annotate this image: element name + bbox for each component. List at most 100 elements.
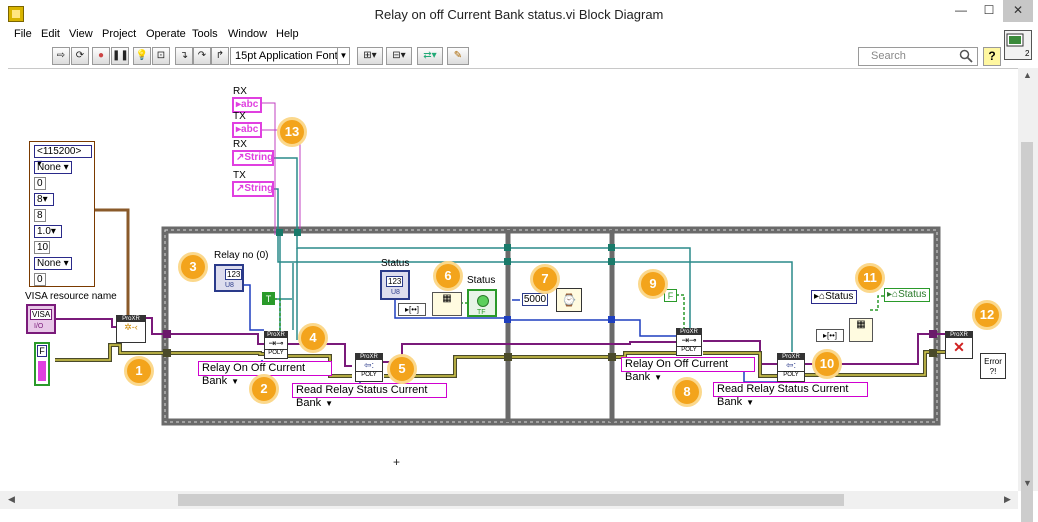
relay-no-type: U8 — [225, 282, 234, 289]
search-input[interactable]: Search — [871, 50, 906, 62]
tx-string-property[interactable]: ↗String — [232, 181, 274, 197]
status-led-indicator[interactable]: TF — [467, 289, 497, 317]
relay-no-control[interactable]: 123 U8 — [214, 264, 244, 292]
wait-ms-constant[interactable]: 5000 — [522, 293, 548, 306]
read-relay-status-enum-1[interactable]: Read Relay Status Current Bank▼ — [292, 383, 447, 409]
status-property-node-1[interactable]: ▸⌂Status — [811, 290, 857, 304]
visa-resource-text: VISA — [30, 309, 53, 320]
proxr-init-vi[interactable]: ProXR ✲-‹ — [116, 315, 146, 343]
status-property-node-2[interactable]: ▸⌂Status — [884, 288, 930, 302]
menu-tools[interactable]: Tools — [192, 28, 218, 40]
abort-icon[interactable]: ● — [92, 47, 110, 65]
vi-icon-badge: 2 — [1025, 49, 1030, 58]
callout-7: 7 — [530, 264, 560, 294]
read-relay-status-enum-2-text: Read Relay Status Current Bank — [717, 383, 849, 408]
visa-resource-control[interactable]: VISA I/O — [26, 304, 56, 334]
tx-string-indicator-text: abc — [241, 124, 259, 135]
proxr-relay-vi-1[interactable]: ProXR ⇥⊸ POLY — [264, 331, 288, 359]
font-selector[interactable]: 15pt Application Font ▼ — [230, 47, 350, 65]
serial-config-cluster[interactable]: <115200> ▾ None ▾ 0 8▾ 8 1.0▾ 10 None ▾ … — [29, 141, 95, 287]
menu-project[interactable]: Project — [102, 28, 137, 40]
parity-enum[interactable]: None ▾ — [34, 161, 72, 174]
relay-on-off-enum-1-text: Relay On Off Current Bank — [202, 362, 306, 387]
read-relay-status-enum-2[interactable]: Read Relay Status Current Bank▼ — [713, 382, 868, 408]
reorder-icon[interactable]: ⇄▾ — [417, 47, 443, 65]
status-property-node-2-text: Status — [898, 289, 927, 300]
menu-file[interactable]: File — [14, 28, 32, 40]
rx-string-property-text: String — [244, 152, 274, 163]
menu-operate[interactable]: Operate — [146, 28, 186, 40]
step-over-icon[interactable]: ↷ — [193, 47, 211, 65]
status-property-node-1-text: Status — [825, 291, 854, 302]
scroll-right-icon[interactable]: ▶ — [1004, 494, 1011, 504]
rx-string-property[interactable]: ↗String — [232, 150, 274, 166]
number-to-bool-array-icon[interactable]: ▸[••] — [398, 303, 426, 316]
index-array-icon-2[interactable]: ▦ — [849, 318, 873, 342]
align-objects-icon[interactable]: ⊞▾ — [357, 47, 383, 65]
config-value-5[interactable]: 8 — [34, 209, 46, 222]
wait-clock-icon[interactable]: ⌚ — [556, 288, 582, 312]
scroll-up-icon[interactable]: ▲ — [1023, 70, 1032, 80]
relay-switch-icon: ⇥⊸ — [268, 338, 284, 348]
scroll-left-icon[interactable]: ◀ — [8, 494, 15, 504]
search-box[interactable]: Search — [858, 47, 978, 66]
chevron-down-icon: ▼ — [231, 377, 239, 386]
config-value-9[interactable]: 0 — [34, 273, 46, 286]
callout-1: 1 — [124, 356, 154, 386]
config-value-7[interactable]: 10 — [34, 241, 50, 254]
cleanup-diagram-icon[interactable]: ✎ — [447, 47, 469, 65]
proxr-read-vi-1-poly: POLY — [356, 371, 382, 378]
horizontal-scroll-thumb[interactable] — [178, 494, 844, 506]
menu-view[interactable]: View — [69, 28, 93, 40]
boolean-control[interactable]: F — [34, 342, 50, 386]
run-arrow-icon[interactable]: ⇨ — [52, 47, 70, 65]
data-bits-enum[interactable]: 8▾ — [34, 193, 54, 206]
step-out-icon[interactable]: ↱ — [211, 47, 229, 65]
index-array-icon[interactable]: ▦ — [432, 292, 462, 316]
run-continuously-icon[interactable]: ⟳ — [71, 47, 89, 65]
vertical-scrollbar[interactable]: ▲ ▼ — [1018, 68, 1038, 522]
proxr-read-vi-2[interactable]: ProXR ⇦: POLY — [777, 353, 805, 382]
rx-string-indicator-text: abc — [241, 99, 259, 110]
context-help-button[interactable]: ? — [983, 47, 1001, 66]
true-constant[interactable]: T — [262, 292, 275, 305]
highlight-execution-icon[interactable]: 💡 — [133, 47, 151, 65]
distribute-objects-icon[interactable]: ⊟▾ — [386, 47, 412, 65]
cursor-crosshair-icon: + — [393, 455, 401, 469]
simple-error-handler-vi[interactable]: Error?! — [980, 353, 1006, 379]
search-icon[interactable] — [959, 49, 973, 63]
relay-on-off-enum-2[interactable]: Relay On Off Current Bank▼ — [621, 357, 755, 383]
menu-bar: File Edit View Project Operate Tools Win… — [0, 28, 1038, 44]
relay-switch-icon-2: ⇥⊸ — [681, 335, 697, 345]
vi-icon[interactable]: 2 — [1004, 30, 1032, 60]
close-button[interactable]: ✕ — [1003, 0, 1033, 22]
horizontal-scrollbar[interactable]: ◀ ▶ — [0, 491, 1018, 509]
vertical-scroll-thumb[interactable] — [1021, 142, 1033, 522]
menu-edit[interactable]: Edit — [41, 28, 60, 40]
step-into-icon[interactable]: ↴ — [175, 47, 193, 65]
number-to-bool-array-icon-2[interactable]: ▸[••] — [816, 329, 844, 342]
rx-string-indicator[interactable]: ▸abc — [232, 97, 262, 113]
baud-rate-enum[interactable]: <115200> ▾ — [34, 145, 92, 169]
title-bar: Relay on off Current Bank status.vi Bloc… — [0, 0, 1038, 28]
maximize-button[interactable]: ☐ — [983, 3, 995, 17]
callout-6: 6 — [433, 261, 463, 291]
stop-bits-enum[interactable]: 1.0▾ — [34, 225, 62, 238]
tx-string-indicator[interactable]: ▸abc — [232, 122, 262, 138]
status-numeric-indicator[interactable]: 123 U8 — [380, 270, 410, 300]
proxr-read-vi-1[interactable]: ProXR ⇦: POLY — [355, 353, 383, 382]
minimize-button[interactable]: — — [955, 3, 967, 17]
proxr-relay-vi-2[interactable]: ProXR ⇥⊸ POLY — [676, 328, 702, 356]
menu-window[interactable]: Window — [228, 28, 268, 40]
scroll-down-icon[interactable]: ▼ — [1023, 478, 1032, 488]
relay-no-label: Relay no (0) — [214, 250, 269, 261]
menu-help[interactable]: Help — [276, 28, 299, 40]
flow-control-enum[interactable]: None ▾ — [34, 257, 72, 270]
rx-label-2: RX — [233, 139, 247, 150]
false-constant[interactable]: F — [664, 289, 677, 302]
retain-wire-values-icon[interactable]: ⊡ — [152, 47, 170, 65]
config-value-3[interactable]: 0 — [34, 177, 46, 190]
pause-icon[interactable]: ❚❚ — [111, 47, 129, 65]
proxr-close-vi[interactable]: ProXR ✕ — [945, 331, 973, 359]
proxr-relay-vi-1-prefix: ProXR — [265, 332, 287, 338]
